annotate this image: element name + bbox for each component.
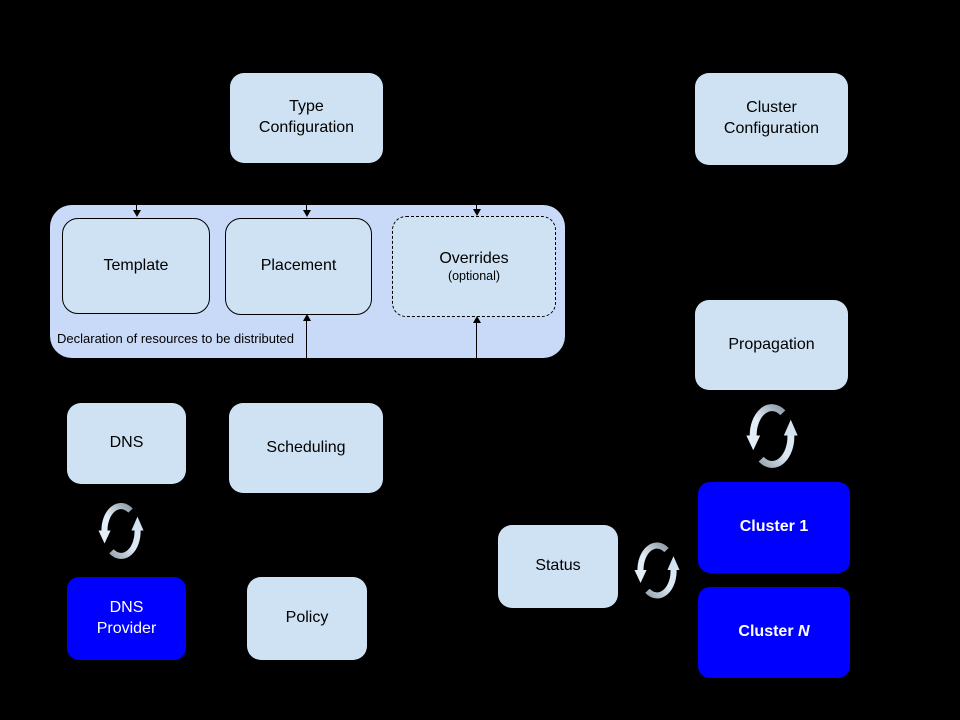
policy-node: Policy: [247, 577, 367, 660]
cluster-n-label: Cluster N: [738, 622, 809, 643]
scheduling-node: Scheduling: [229, 403, 383, 493]
cluster-1-node: Cluster 1: [698, 482, 850, 573]
placement-node: Placement: [225, 218, 372, 315]
status-node: Status: [498, 525, 618, 608]
cluster-1-label: Cluster 1: [740, 517, 808, 538]
sync-icon: [634, 542, 680, 599]
overrides-label: Overrides: [439, 249, 509, 267]
cluster-n-prefix: Cluster: [738, 623, 798, 641]
cluster-1-number: 1: [799, 518, 809, 536]
declaration-caption: Declaration of resources to be distribut…: [57, 331, 295, 346]
propagation-node: Propagation: [695, 300, 848, 390]
cluster-configuration-node: Cluster Configuration: [695, 73, 848, 165]
overrides-sublabel: (optional): [447, 269, 501, 284]
sync-icon: [746, 404, 798, 468]
dns-provider-node: DNS Provider: [67, 577, 186, 660]
type-configuration-node: Type Configuration: [230, 73, 383, 163]
overrides-node: Overrides (optional): [392, 216, 556, 317]
cluster-n-node: Cluster N: [698, 587, 850, 678]
template-node: Template: [62, 218, 210, 314]
dns-node: DNS: [67, 403, 186, 484]
cluster-n-letter: N: [798, 623, 810, 641]
cluster-1-prefix: Cluster: [739, 518, 800, 536]
sync-icon: [98, 503, 144, 559]
